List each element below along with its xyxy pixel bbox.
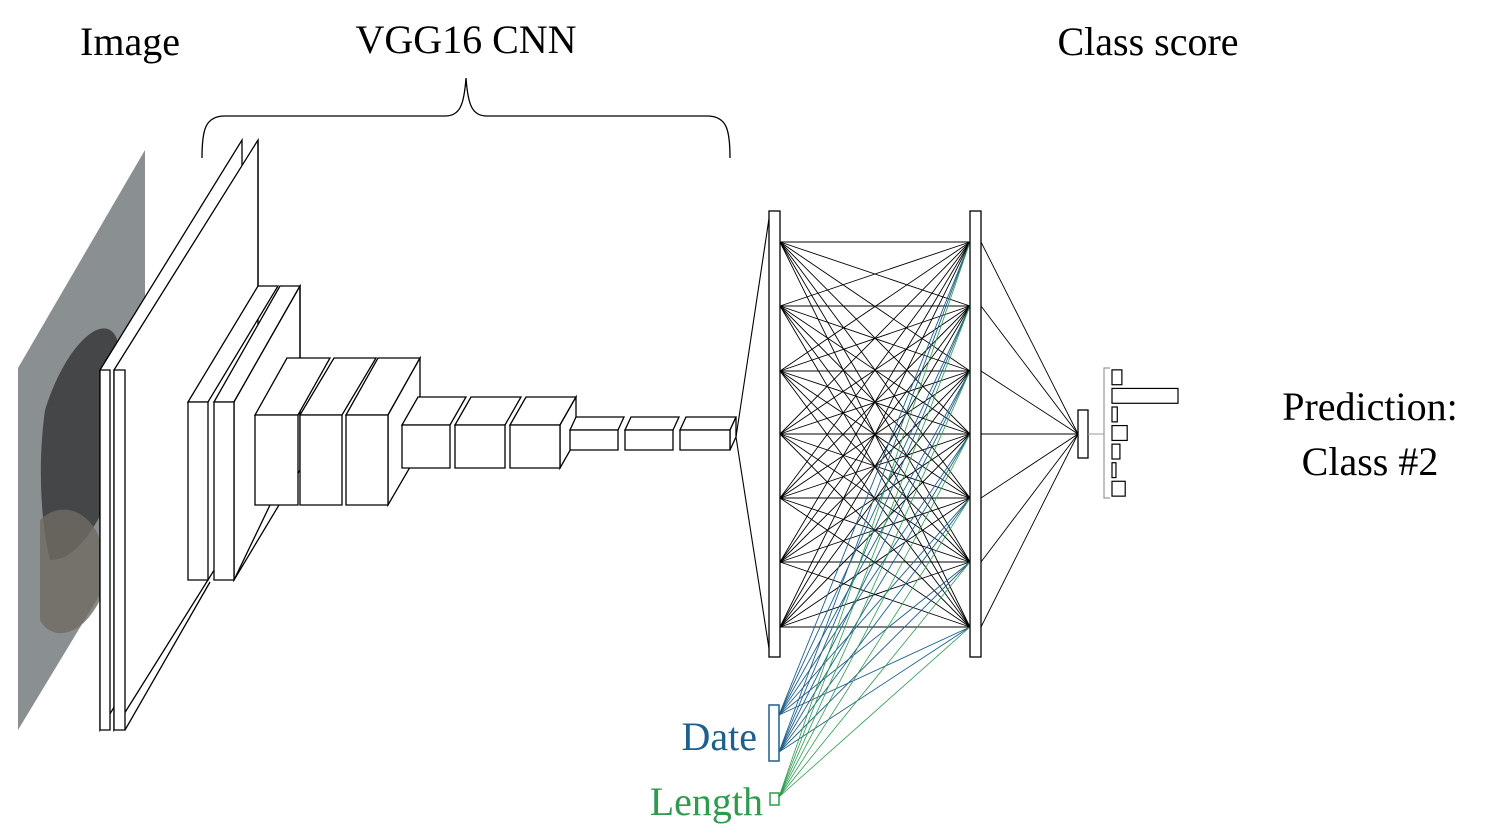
- conv-block-1: [99, 137, 259, 733]
- prediction-label-line2: Class #2: [1302, 439, 1439, 484]
- length-edge: [778, 497, 971, 798]
- class-score-bar: [1111, 387, 1179, 404]
- output-node: [1077, 409, 1089, 459]
- length-edge: [778, 433, 971, 798]
- class-score-bar: [1111, 369, 1123, 386]
- date-edge: [778, 370, 971, 716]
- date-edge: [778, 497, 971, 753]
- class-score-bar: [1111, 462, 1117, 479]
- length-label: Length: [650, 779, 763, 824]
- prediction-label-line1: Prediction:: [1282, 384, 1458, 429]
- conv-block-2: [186, 283, 302, 583]
- fc-edge: [779, 433, 971, 563]
- date-edge: [778, 433, 971, 753]
- class-score-bar: [1111, 443, 1121, 460]
- output-edge: [980, 241, 1079, 435]
- fc-edge: [779, 305, 971, 628]
- date-edge: [778, 305, 971, 753]
- length-edge: [778, 241, 971, 798]
- output-edge: [980, 370, 1079, 435]
- conv-block-5: [568, 416, 738, 451]
- date-edge: [778, 626, 971, 753]
- score-axis: [1103, 367, 1110, 499]
- cnn-brace: [201, 77, 731, 159]
- date-edge: [778, 370, 971, 753]
- fc-connections: [779, 241, 971, 628]
- fc-edge: [779, 497, 971, 628]
- fc-edge: [779, 433, 971, 628]
- class-score-bars: [1088, 367, 1179, 499]
- fc-edge: [779, 241, 971, 307]
- class-score-bar: [1111, 480, 1126, 497]
- metadata-connections: [778, 241, 971, 798]
- date-edge: [778, 626, 971, 716]
- conv-block-4: [400, 394, 578, 471]
- fc-edge: [779, 241, 971, 372]
- output-edge: [980, 305, 1079, 435]
- length-edge: [778, 370, 971, 798]
- cnn-label: VGG16 CNN: [355, 17, 576, 62]
- length-edge: [778, 626, 971, 798]
- conv-block-3: [253, 355, 422, 508]
- output-edge: [980, 433, 1079, 499]
- date-edge: [778, 497, 971, 716]
- date-edge: [778, 561, 971, 753]
- fc-edge: [779, 370, 971, 628]
- image-label: Image: [80, 19, 180, 64]
- date-edge: [778, 241, 971, 753]
- class-score-bar: [1111, 406, 1118, 423]
- output-edge: [980, 433, 1079, 628]
- class-score-label: Class score: [1057, 19, 1238, 64]
- fc-edge: [779, 561, 971, 628]
- dense-layer-1: [768, 210, 781, 658]
- length-input-node: [769, 792, 780, 806]
- date-edge: [778, 305, 971, 716]
- output-connections: [980, 241, 1079, 628]
- date-edge: [778, 433, 971, 716]
- fc-edge: [779, 241, 971, 628]
- date-label: Date: [681, 714, 757, 759]
- date-edge: [778, 241, 971, 716]
- date-input-node: [768, 704, 780, 762]
- output-edge: [980, 433, 1079, 563]
- class-score-bar: [1111, 424, 1128, 442]
- length-edge: [778, 305, 971, 798]
- fc-edge: [779, 241, 971, 499]
- flatten-projection: [735, 211, 771, 656]
- length-edge: [778, 561, 971, 798]
- fc-edge: [779, 241, 971, 563]
- dense-layer-2: [969, 210, 982, 658]
- fc-edge: [779, 241, 971, 435]
